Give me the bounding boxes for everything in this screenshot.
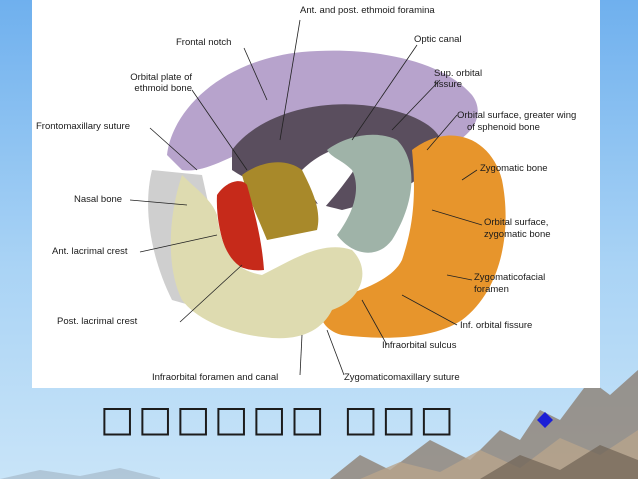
label-infraorbital-foramen-canal: Infraorbital foramen and canal [152, 372, 278, 383]
label-ant-post-ethmoid-foramina: Ant. and post. ethmoid foramina [300, 5, 435, 16]
label-orbital-surface-greater-wing-1: Orbital surface, greater wing [457, 110, 576, 121]
blue-diamond-icon [536, 411, 554, 429]
label-orbital-surface-zygomatic-2: zygomatic bone [484, 229, 551, 240]
label-post-lacrimal-crest: Post. lacrimal crest [57, 316, 137, 327]
label-orbital-surface-greater-wing-2: of sphenoid bone [467, 122, 540, 133]
label-zygomaticofacial-foramen-1: Zygomaticofacial [474, 272, 545, 283]
label-frontal-notch: Frontal notch [176, 37, 231, 48]
label-nasal-bone: Nasal bone [74, 194, 122, 205]
label-orbital-plate-ethmoid-1: Orbital plate of [102, 72, 192, 83]
label-orbital-surface-zygomatic-1: Orbital surface, [484, 217, 548, 228]
label-optic-canal: Optic canal [414, 34, 462, 45]
label-ant-lacrimal-crest: Ant. lacrimal crest [52, 246, 128, 257]
label-frontomaxillary-suture: Frontomaxillary suture [36, 121, 130, 132]
label-sup-orbital-fissure-2: fissure [434, 79, 462, 90]
label-zygomaticomaxillary-suture: Zygomaticomaxillary suture [344, 372, 460, 383]
label-sup-orbital-fissure-1: Sup. orbital [434, 68, 482, 79]
label-zygomaticofacial-foramen-2: foramen [474, 284, 509, 295]
figure-panel: Ant. and post. ethmoid foramina Frontal … [32, 0, 600, 388]
label-orbital-plate-ethmoid-2: ethmoid bone [102, 83, 192, 94]
label-zygomatic-bone: Zygomatic bone [480, 163, 548, 174]
label-inf-orbital-fissure: Inf. orbital fissure [460, 320, 532, 331]
label-infraorbital-sulcus: Infraorbital sulcus [382, 340, 456, 351]
slide-title: □□□□□□ □□□ [100, 400, 458, 440]
